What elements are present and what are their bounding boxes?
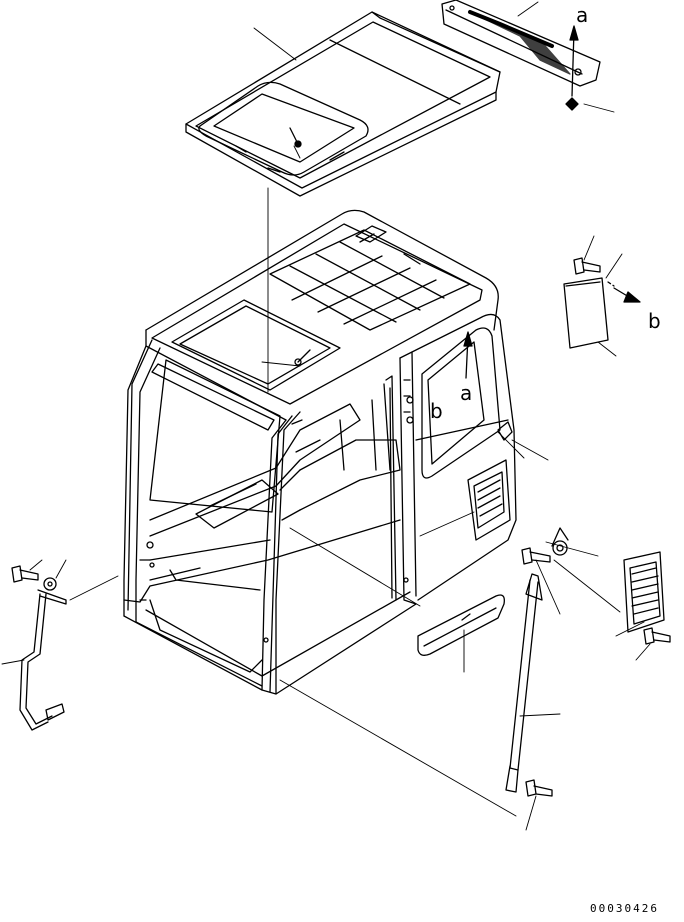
washer-side bbox=[551, 527, 569, 556]
ref-label-b-right: b bbox=[648, 309, 661, 333]
washer-left bbox=[43, 577, 57, 591]
ref-label-b-window: b bbox=[430, 399, 443, 423]
support-rod bbox=[505, 573, 543, 793]
bolt-grille bbox=[643, 627, 671, 645]
cover-plate-right bbox=[563, 277, 609, 349]
sun-visor bbox=[441, 0, 601, 87]
leader-lines bbox=[1, 1, 651, 831]
arrow-b-right bbox=[607, 281, 641, 303]
left-rod bbox=[19, 589, 67, 731]
arrow-a-window bbox=[463, 331, 473, 379]
bolt-left bbox=[11, 565, 39, 583]
step-cover bbox=[417, 594, 505, 656]
drawing-code: 00030426 bbox=[590, 902, 659, 915]
bolt-rod-bottom bbox=[525, 779, 553, 797]
bolt-side bbox=[521, 547, 551, 565]
ref-label-a-top: a bbox=[576, 3, 588, 27]
vent-grille bbox=[623, 551, 665, 633]
arrow-a-top bbox=[565, 25, 579, 111]
bolt-right-upper bbox=[573, 257, 601, 275]
cab-frame bbox=[123, 209, 517, 695]
roof-panel bbox=[185, 11, 501, 197]
ref-label-a-window: a bbox=[460, 381, 472, 405]
